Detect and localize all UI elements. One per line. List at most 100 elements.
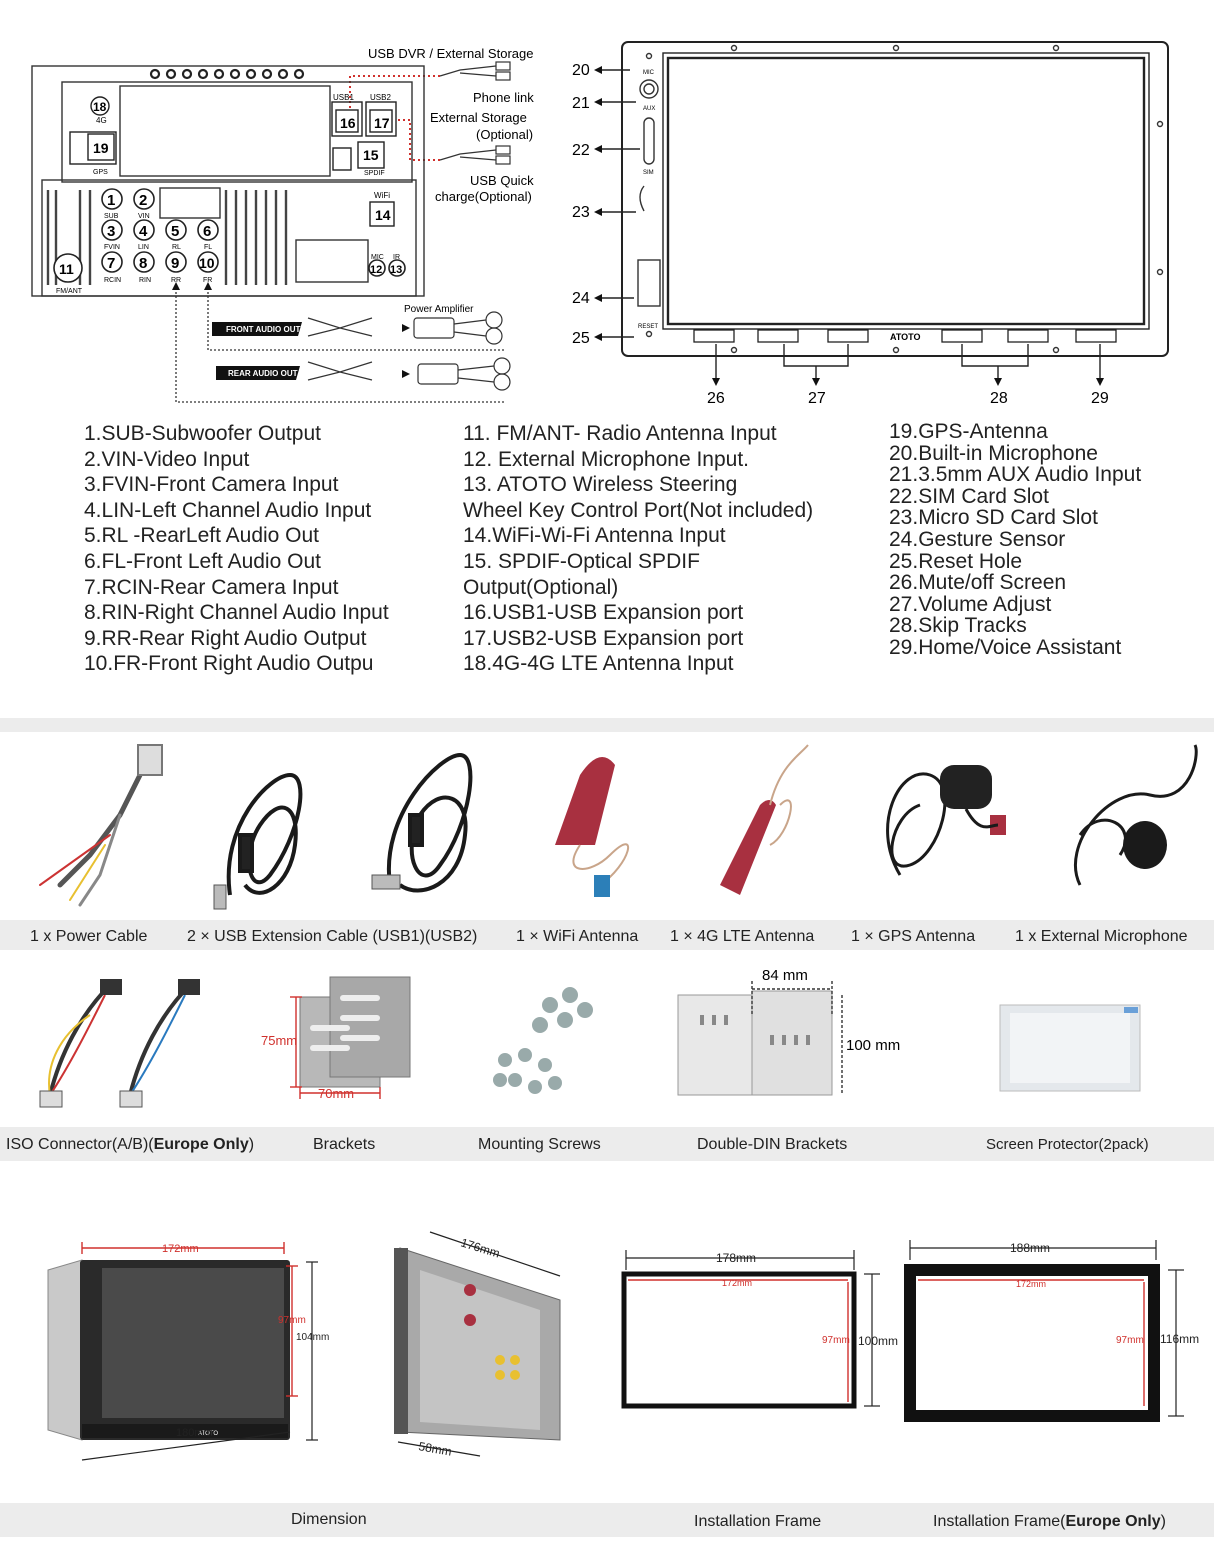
- marker-20: 20: [572, 62, 590, 79]
- legend-item: Output(Optional): [463, 575, 619, 599]
- marker-22: 22: [572, 142, 590, 159]
- installation-frame-eu: [904, 1264, 1160, 1422]
- brackets-image: 75mm 70mm: [261, 976, 411, 1101]
- external-microphone-caption: 1 x External Microphone: [1015, 928, 1188, 945]
- front-audio-out-label: FRONT AUDIO OUT: [226, 325, 300, 334]
- frame2-height-label: 116mm: [1160, 1332, 1199, 1346]
- usb-extension-caption: 2 × USB Extension Cable (USB1)(USB2): [187, 928, 478, 945]
- frame1-inner-width-label: 172mm: [722, 1278, 752, 1288]
- rl-port-label: RL: [172, 244, 181, 251]
- double-din-brackets-image: 84 mm 100 mm: [677, 967, 900, 1096]
- double-din-height-label: 100 mm: [846, 1037, 900, 1054]
- rr-port-label: RR: [171, 277, 181, 284]
- dimensions-caption-band: [0, 1503, 1214, 1537]
- mounting-screws-image: [493, 987, 593, 1094]
- mic-side-label: MIC: [643, 70, 655, 76]
- legend-item: 27.Volume Adjust: [889, 592, 1052, 616]
- accessories-row-2-images: 75mm 70mm 84 mm 100 mm: [39, 967, 1141, 1108]
- legend-item: 20.Built-in Microphone: [889, 441, 1098, 465]
- legend-item: 6.FL-Front Left Audio Out: [84, 549, 321, 573]
- port-3: 3: [107, 223, 115, 240]
- frame1-width-label: 178mm: [716, 1251, 756, 1265]
- front-inner-width-label: 172mm: [162, 1243, 199, 1255]
- mounting-screws-caption: Mounting Screws: [478, 1136, 601, 1153]
- lin-port-label: LIN: [138, 244, 149, 251]
- amplifier-icon: [413, 317, 455, 339]
- usb-dvr-label: USB DVR / External Storage: [368, 46, 533, 61]
- usb-extension-cable-image: [213, 772, 303, 910]
- installation-frame-eu-caption: Installation Frame(Europe Only): [933, 1513, 1166, 1530]
- marker-27: 27: [808, 390, 826, 407]
- front-unit-brand: ATOTO: [198, 1431, 218, 1437]
- usb-plug-icon: [495, 145, 511, 155]
- dimensions-diagram: ATOTO 172mm 97mm 104mm 180mm 176mm 58mm …: [47, 1231, 1199, 1461]
- power-cable-caption: 1 x Power Cable: [30, 928, 148, 945]
- fmant-port-label: FM/ANT: [56, 288, 83, 295]
- legend-column-3: 19.GPS-Antenna 20.Built-in Microphone 21…: [889, 421, 1141, 659]
- legend-item: 8.RIN-Right Channel Audio Input: [84, 601, 389, 625]
- 4g-port-label: 4G: [96, 116, 107, 125]
- usb1-port-label: USB1: [333, 93, 354, 102]
- sub-port-label: SUB: [104, 213, 119, 220]
- legend-column-1: 1.SUB-Subwoofer Output 2.VIN-Video Input…: [84, 421, 389, 677]
- installation-frame: [621, 1271, 857, 1409]
- legend-item: 28.Skip Tracks: [889, 614, 1027, 638]
- double-din-caption: Double-DIN Brackets: [697, 1136, 848, 1153]
- accessories-row-1-images: [39, 744, 1198, 910]
- screen-protector-image: [999, 1004, 1141, 1092]
- marker-21: 21: [572, 95, 590, 112]
- usb-quick-label: USB Quick: [470, 173, 534, 188]
- legend-column-2: 11. FM/ANT- Radio Antenna Input 12. Exte…: [463, 421, 813, 677]
- fl-port-label: FL: [204, 244, 212, 251]
- mute-button-icon: [693, 329, 735, 343]
- port-6: 6: [203, 223, 211, 240]
- mic-port-label: MIC: [371, 254, 384, 261]
- wifi-antenna-caption: 1 × WiFi Antenna: [516, 928, 639, 945]
- legend-item: Wheel Key Control Port(Not included): [463, 498, 814, 522]
- frame2-inner-height-label: 97mm: [1116, 1335, 1144, 1346]
- marker-29: 29: [1091, 390, 1109, 407]
- front-panel-diagram: MIC AUX SIM RESET ATOTO 20 21 22 23 24 2…: [572, 41, 1169, 407]
- port-11: 11: [59, 261, 74, 277]
- front-height-label: 104mm: [296, 1332, 329, 1343]
- legend-item: 9.RR-Rear Right Audio Output: [84, 626, 367, 650]
- wifi-port-label: WiFi: [374, 191, 390, 200]
- legend-item: 11. FM/ANT- Radio Antenna Input: [463, 422, 777, 445]
- legend-item: 18.4G-4G LTE Antenna Input: [463, 652, 734, 676]
- 4g-antenna-caption: 1 × 4G LTE Antenna: [670, 928, 815, 945]
- legend-item: 1.SUB-Subwoofer Output: [84, 422, 321, 445]
- port-1: 1: [107, 192, 115, 209]
- fvin-port-label: FVIN: [104, 244, 120, 251]
- legend-item: 2.VIN-Video Input: [84, 447, 250, 471]
- external-storage-optional-label: (Optional): [476, 127, 533, 142]
- port-10: 10: [199, 255, 215, 271]
- front-unit-photo: ATOTO: [47, 1259, 290, 1441]
- phone-link-label: Phone link: [473, 90, 534, 105]
- port-19: 19: [93, 140, 109, 156]
- rear-audio-out-label: REAR AUDIO OUT: [228, 369, 298, 378]
- volume-down-button-icon: [757, 329, 799, 343]
- frame2-inner-width-label: 172mm: [1016, 1279, 1046, 1289]
- legend-item: 14.WiFi-Wi-Fi Antenna Input: [463, 524, 726, 548]
- legend-item: 29.Home/Voice Assistant: [889, 635, 1122, 659]
- usb-extension-cable-image: [371, 752, 473, 893]
- legend-item: 21.3.5mm AUX Audio Input: [889, 463, 1142, 487]
- usb2-port-label: USB2: [370, 93, 391, 102]
- brackets-caption: Brackets: [313, 1136, 376, 1153]
- fr-port-label: FR: [203, 277, 212, 284]
- 4g-lte-antenna-image: [720, 744, 809, 895]
- legend-item: 13. ATOTO Wireless Steering: [463, 473, 738, 497]
- frame1-inner-height-label: 97mm: [822, 1335, 850, 1346]
- frame2-width-label: 188mm: [1010, 1241, 1050, 1255]
- double-din-width-label: 84 mm: [762, 967, 808, 984]
- side-depth-label: 176mm: [459, 1235, 501, 1260]
- legend-item: 26.Mute/off Screen: [889, 571, 1067, 595]
- section-divider: [0, 718, 1214, 732]
- aux-side-label: AUX: [643, 106, 655, 112]
- marker-23: 23: [572, 204, 590, 221]
- bracket-width-label: 70mm: [318, 1086, 354, 1101]
- power-amplifier-label: Power Amplifier: [404, 304, 474, 315]
- vin-port-label: VIN: [138, 213, 150, 220]
- marker-25: 25: [572, 330, 590, 347]
- port-14: 14: [375, 207, 391, 223]
